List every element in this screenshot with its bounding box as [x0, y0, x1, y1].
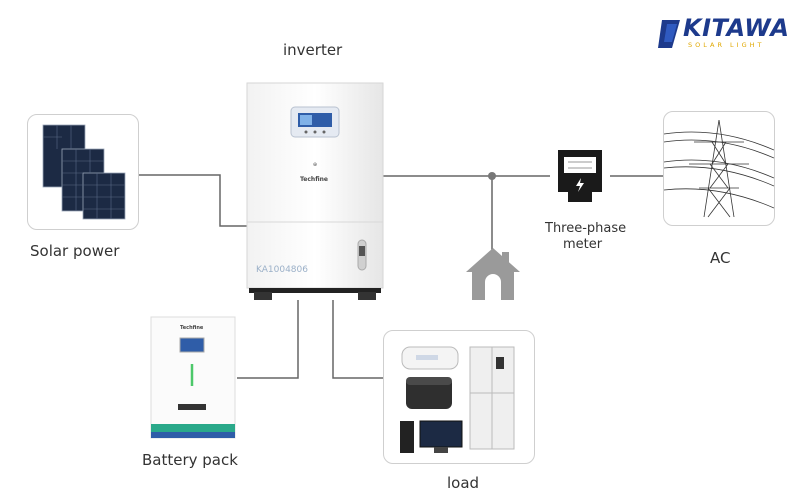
meter-label-line1: Three-phase	[545, 221, 627, 236]
solar-power-label: Solar power	[30, 242, 120, 260]
logo-mark-icon	[658, 20, 680, 48]
inverter-brand: Techfine	[300, 176, 328, 183]
power-tower-icon	[663, 119, 775, 218]
junction-dot	[488, 172, 496, 180]
ac-tower-box	[663, 111, 775, 226]
load-box	[383, 330, 535, 464]
solar-to-inverter-line	[137, 174, 248, 227]
ac-label: AC	[710, 249, 731, 267]
battery-brand: Techfine	[180, 325, 204, 331]
logo-tagline: SOLAR LIGHT	[688, 41, 765, 49]
svg-text:⊕: ⊕	[313, 162, 317, 168]
battery-pack-icon	[150, 316, 236, 439]
inverter-unit: ⊕ KA1004806	[246, 82, 384, 300]
logo-name: KITAWA	[683, 14, 790, 42]
inverter-to-load-line	[332, 300, 385, 379]
house-icon	[466, 248, 520, 300]
inverter-label: inverter	[283, 41, 343, 59]
solar-panel-icon	[42, 124, 126, 220]
meter-label-line2: meter	[563, 237, 603, 252]
inverter-to-battery-line	[237, 300, 299, 379]
battery-pack-label: Battery pack	[142, 451, 238, 469]
kitawa-logo: KITAWA SOLAR LIGHT	[658, 14, 790, 54]
inverter-model-text: KA1004806	[256, 265, 308, 275]
load-label: load	[447, 474, 480, 492]
meter-icon	[558, 150, 602, 202]
solar-panel-box	[27, 114, 139, 230]
appliances-icon	[400, 346, 515, 453]
